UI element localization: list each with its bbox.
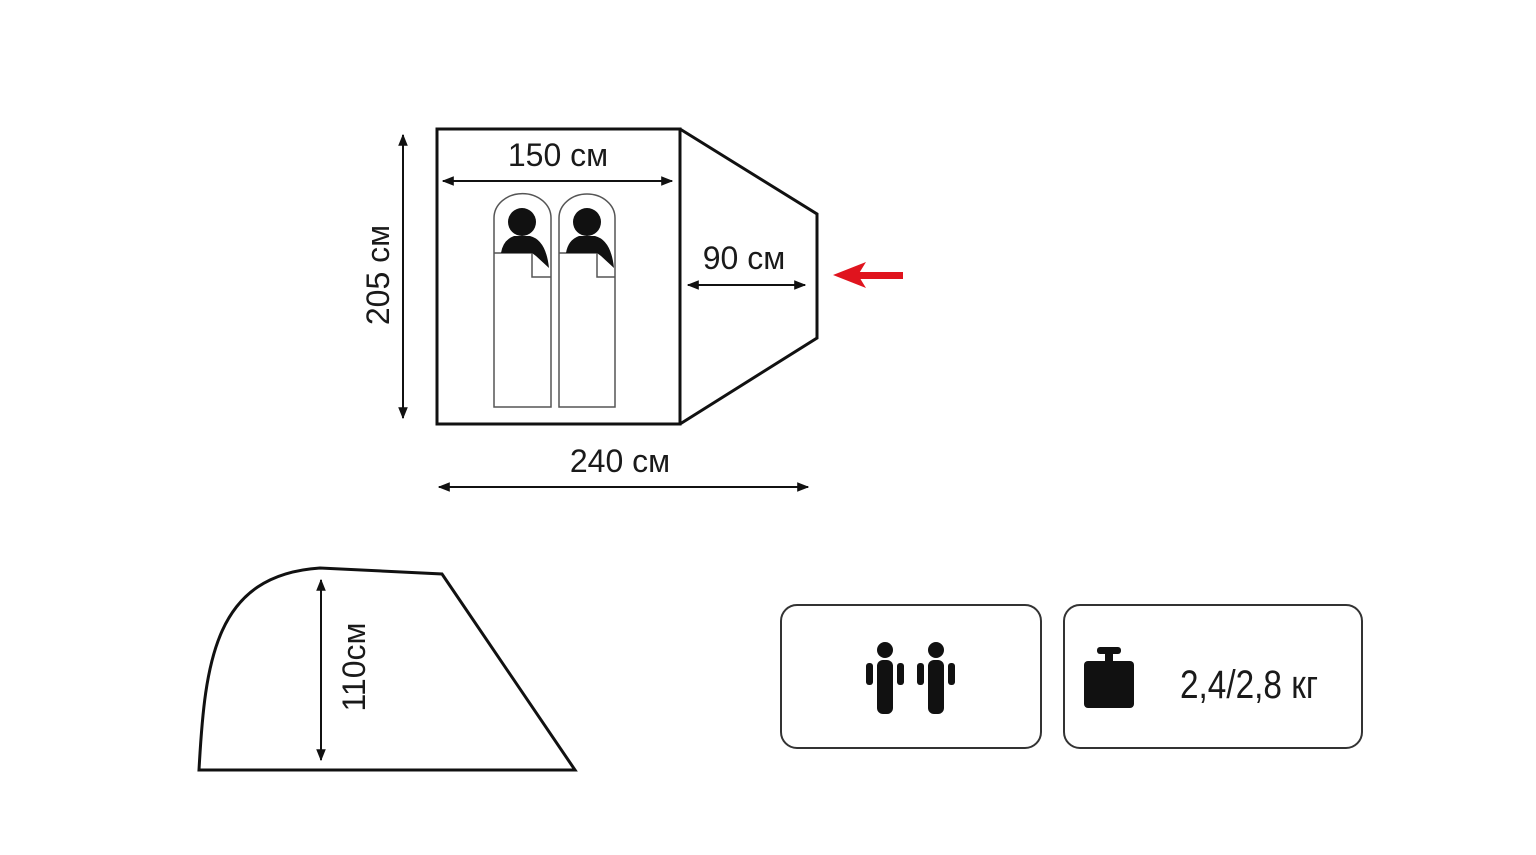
sleeping-bag — [493, 192, 552, 408]
inner-width-label: 150 см — [508, 137, 608, 173]
vestibule-outline — [679, 127, 819, 426]
height-label: 110см — [336, 622, 372, 711]
capacity-box — [780, 604, 1042, 749]
entrance-arrow-icon — [833, 262, 903, 288]
two-people-icon — [866, 642, 955, 714]
sleeping-bag — [558, 193, 616, 408]
side-view: 110см — [197, 566, 578, 772]
total-length-label: 240 см — [570, 443, 670, 479]
person-head-icon — [573, 208, 601, 236]
vestibule-depth-label: 90 см — [703, 240, 785, 276]
floor-plan: 150 см 90 см 205 см 240 см — [360, 127, 903, 492]
depth-label: 205 см — [360, 225, 396, 325]
weight-label: 2,4/2,8 кг — [1180, 663, 1318, 707]
side-profile-outline — [197, 566, 578, 772]
inner-tent-outline — [435, 127, 682, 426]
weight-icon — [1084, 647, 1134, 708]
person-head-icon — [508, 208, 536, 236]
weight-box: 2,4/2,8 кг — [1063, 604, 1363, 749]
